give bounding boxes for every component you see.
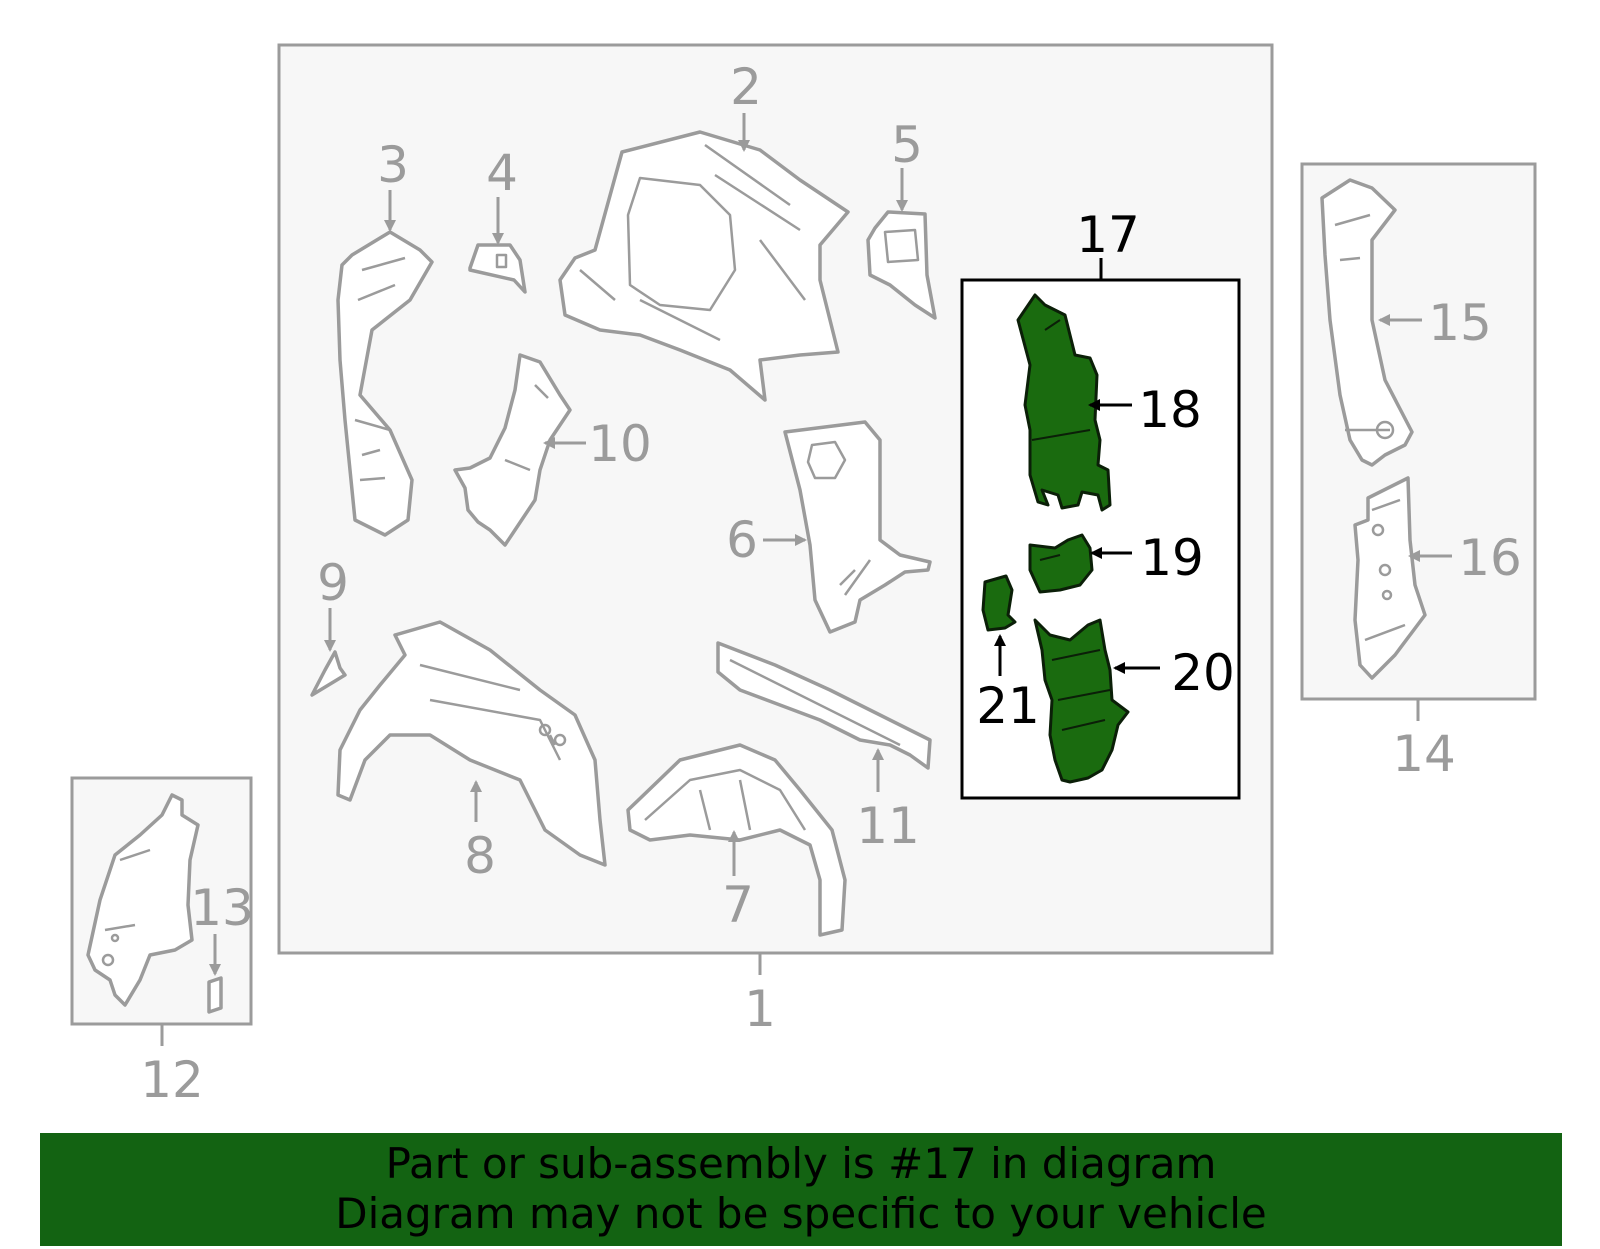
part-20-panel — [1033, 618, 1130, 784]
part-9-clip — [310, 650, 347, 697]
callout-labels: 1 2 3 4 5 6 7 8 9 10 11 12 13 14 15 16 1… — [140, 58, 1522, 1109]
callout-1: 1 — [744, 980, 776, 1038]
callout-11: 11 — [856, 797, 920, 855]
callout-8: 8 — [464, 827, 496, 885]
part-3-pillar — [336, 230, 434, 537]
callout-21: 21 — [976, 677, 1040, 735]
part-12-panel — [86, 793, 200, 1007]
banner-line-2: Diagram may not be specific to your vehi… — [335, 1189, 1267, 1238]
part-18-panel — [1016, 293, 1112, 512]
callout-19: 19 — [1140, 529, 1204, 587]
callout-20: 20 — [1171, 644, 1235, 702]
part-8-wheelhouse-outer — [336, 620, 607, 867]
callout-3: 3 — [377, 136, 409, 194]
callout-7: 7 — [722, 876, 754, 934]
callout-6: 6 — [726, 511, 758, 569]
callout-15: 15 — [1428, 294, 1492, 352]
part-7-wheelhouse — [626, 743, 847, 937]
callout-18: 18 — [1138, 381, 1202, 439]
callout-10: 10 — [588, 415, 652, 473]
part-10-bracket — [453, 353, 572, 547]
callout-arrows — [209, 113, 1452, 976]
callout-5: 5 — [891, 116, 923, 174]
callout-13: 13 — [190, 879, 254, 937]
part-2-inner-quarter-panel — [558, 130, 850, 402]
banner-line-1: Part or sub-assembly is #17 in diagram — [385, 1139, 1217, 1188]
part-6-reinforcement — [783, 420, 932, 634]
part-11-rail — [716, 641, 932, 770]
callout-16: 16 — [1458, 529, 1522, 587]
callout-4: 4 — [486, 144, 518, 202]
callout-14: 14 — [1392, 725, 1456, 783]
part-15-pillar — [1320, 178, 1414, 467]
info-banner: Part or sub-assembly is #17 in diagram D… — [40, 1133, 1562, 1246]
callout-17: 17 — [1076, 206, 1140, 264]
callout-9: 9 — [317, 554, 349, 612]
part-13-piece — [207, 976, 223, 1014]
part-19-bracket — [1028, 533, 1094, 594]
callout-2: 2 — [730, 58, 762, 116]
part-4-bracket — [468, 243, 527, 294]
callout-12: 12 — [140, 1051, 204, 1109]
part-5-bracket — [866, 210, 937, 320]
part-21-clip — [981, 574, 1017, 632]
